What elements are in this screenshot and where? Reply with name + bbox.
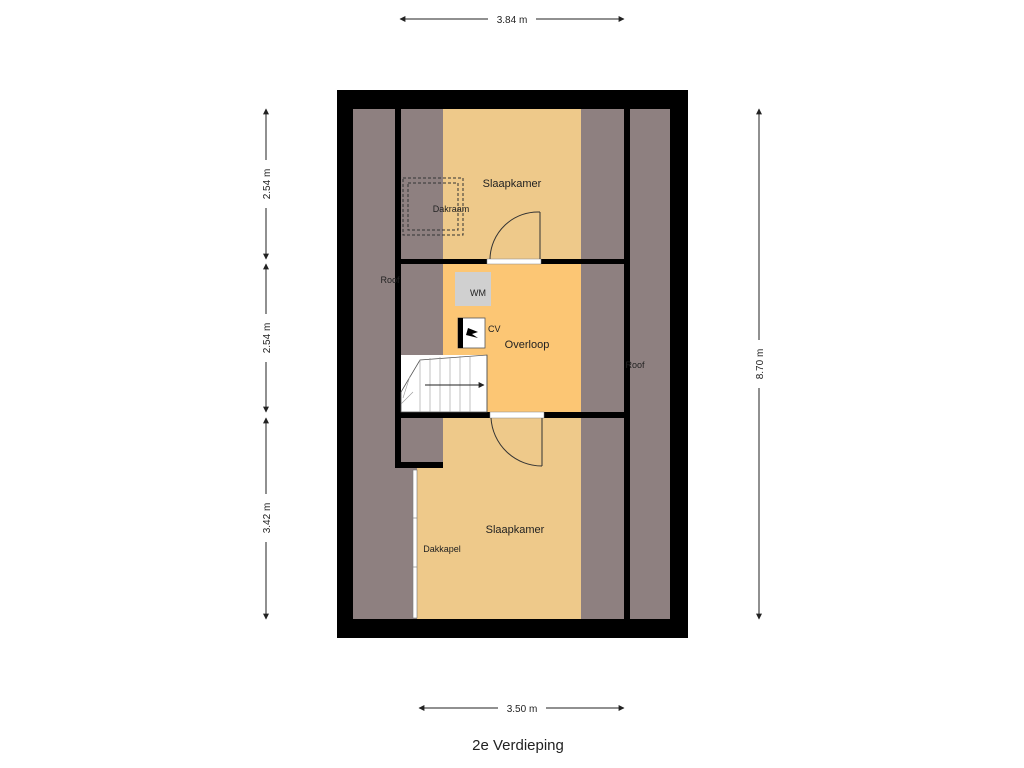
- door-sill-top: [486, 258, 542, 265]
- wall-vertical-left: [395, 109, 401, 467]
- roof-area-right: [630, 109, 670, 619]
- door-top: [489, 211, 541, 260]
- door-sill-bottom: [489, 411, 545, 419]
- flame-icon: [466, 328, 478, 338]
- dimension-left-lower: 3.42 m: [259, 417, 273, 620]
- staircase: [400, 354, 488, 413]
- room-label-roof-left: Roof: [380, 275, 400, 285]
- top-bedroom-floor: [443, 109, 581, 259]
- boiler: [457, 317, 486, 349]
- dimension-right-label: 8.70 m: [755, 349, 766, 380]
- label-dormer: Dakkapel: [423, 544, 461, 554]
- roof-area-left: [353, 109, 395, 619]
- dimension-left-middle: 2.54 m: [259, 263, 273, 413]
- room-label-landing: Overloop: [505, 339, 550, 351]
- room-label-top-bedroom: Slaapkamer: [483, 178, 542, 190]
- label-boiler: CV: [488, 324, 501, 334]
- dimension-top-label: 3.84 m: [497, 15, 528, 26]
- skylight: [402, 177, 464, 236]
- wall-vertical-right: [624, 109, 630, 619]
- dimension-left-upper-label: 2.54 m: [262, 169, 273, 200]
- room-label-roof-right: Roof: [625, 360, 645, 370]
- door-bottom: [490, 417, 543, 467]
- bottom-bedroom-floor: [443, 418, 581, 619]
- roof-area-left-bottom: [395, 467, 417, 619]
- dimension-left-upper: 2.54 m: [259, 108, 273, 260]
- dimension-left-middle-label: 2.54 m: [262, 323, 273, 354]
- dormer-window: [412, 469, 418, 619]
- washing-machine: [455, 272, 491, 306]
- roof-area-left-inner: [401, 109, 443, 259]
- label-washing-machine: WM: [470, 288, 486, 298]
- dimension-bottom: 3.50 m: [418, 701, 625, 715]
- room-label-bottom-bedroom: Slaapkamer: [486, 524, 545, 536]
- label-skylight: Dakraam: [433, 204, 470, 214]
- floor-title: 2e Verdieping: [472, 737, 564, 754]
- dimension-bottom-label: 3.50 m: [507, 704, 538, 715]
- roof-area-left-low: [401, 418, 443, 462]
- dimension-right: 8.70 m: [752, 108, 766, 620]
- roof-area-right-inner: [581, 109, 624, 619]
- roof-area-left-mid: [401, 264, 443, 359]
- wall-left-bottom-stub: [395, 462, 443, 468]
- dimension-top: 3.84 m: [399, 12, 625, 26]
- bottom-bedroom-floor-ext: [417, 467, 443, 619]
- dimension-left-lower-label: 3.42 m: [262, 503, 273, 534]
